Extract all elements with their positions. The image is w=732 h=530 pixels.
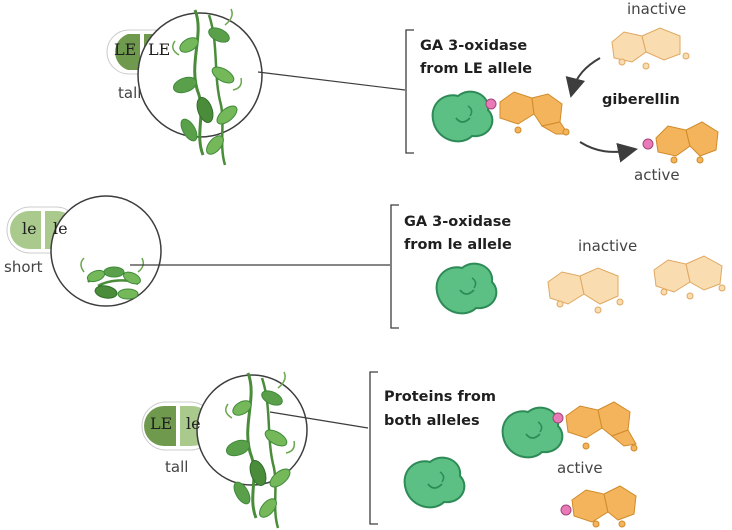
row1-inactive-label: inactive <box>627 0 687 18</box>
row3-phenotype-label: tall <box>165 458 189 476</box>
row3-enzyme <box>403 456 466 509</box>
row2-allele-left: le <box>22 219 37 238</box>
row1-arrow-out <box>579 141 638 163</box>
row3-allele-left: LE <box>150 414 173 433</box>
row1-phenotype-label: tall <box>118 84 142 102</box>
row1-molecule-label: giberellin <box>602 92 680 108</box>
row1-arrow-in <box>565 57 601 98</box>
row1-connector <box>257 71 406 91</box>
row3-active-gibberellin <box>560 485 637 528</box>
row1-active-label: active <box>634 166 680 184</box>
row1-active-gibberellin-bound <box>485 91 570 136</box>
row1-allele-right: LE <box>148 40 171 59</box>
row2-allele-right: le <box>53 219 68 238</box>
row2-enzyme <box>435 262 498 315</box>
row3-active-label: active <box>557 459 603 477</box>
row2-enzyme-title-line1: GA 3-oxidase <box>404 214 512 230</box>
row1-active-gibberellin <box>642 121 719 164</box>
row3-active-gibberellin-bound <box>552 401 638 452</box>
row1-enzyme-title-line2: from LE allele <box>420 61 533 77</box>
row1-allele-left: LE <box>114 40 137 59</box>
row1-enzyme <box>431 90 494 143</box>
row2-enzyme-title-line2: from le allele <box>404 237 512 253</box>
row2-inactive-gibberellin-2 <box>653 255 726 300</box>
row1-bracket <box>405 29 414 154</box>
row2-bracket <box>390 204 399 329</box>
row1-enzyme-title-line1: GA 3-oxidase <box>420 38 528 54</box>
row3-allele-right: le <box>186 414 201 433</box>
row3-connector <box>269 411 369 429</box>
row2-inactive-label: inactive <box>578 237 638 255</box>
row3-enzyme-title-line1: Proteins from <box>384 389 497 405</box>
row2-inactive-gibberellin-1 <box>547 267 624 314</box>
row3-bracket <box>369 371 378 525</box>
row1-inactive-gibberellin <box>611 27 690 70</box>
row2-phenotype-label: short <box>4 258 43 276</box>
row3-enzyme-title-line2: both alleles <box>384 413 480 429</box>
